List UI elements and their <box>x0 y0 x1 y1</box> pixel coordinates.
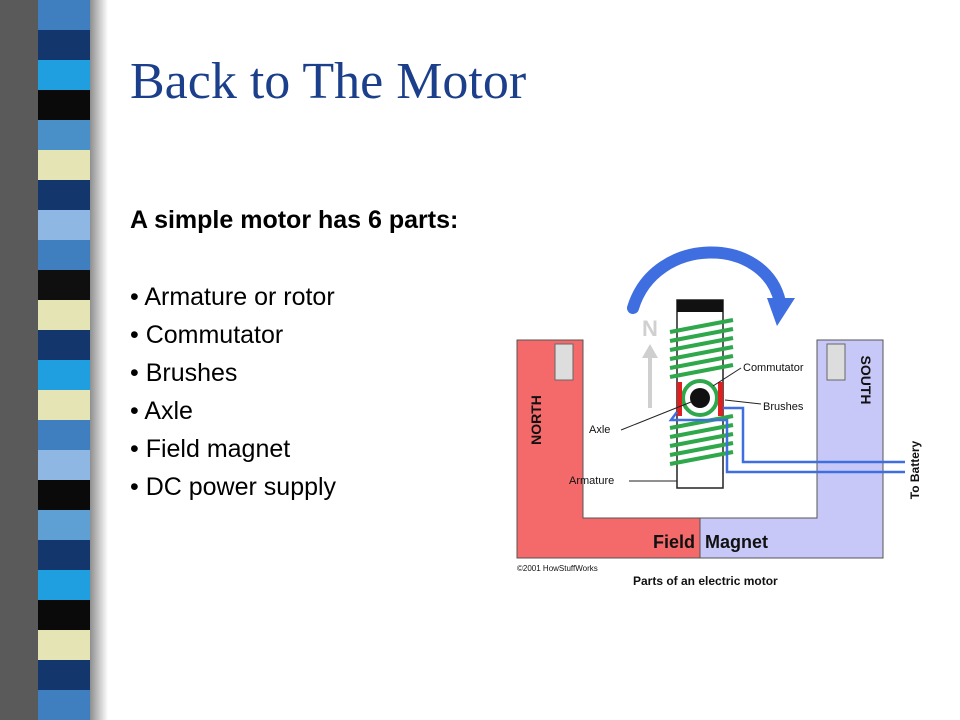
decorative-stripe-bar <box>0 0 90 720</box>
stripe-block <box>38 300 90 330</box>
stripe-block <box>38 0 90 30</box>
commutator-label: Commutator <box>743 362 804 374</box>
battery-wire-1 <box>723 406 905 464</box>
axle-center <box>690 388 710 408</box>
south-magnet <box>699 339 884 559</box>
copyright-text: ©2001 HowStuffWorks <box>517 564 598 573</box>
stripe-block <box>38 270 90 300</box>
stripe-block <box>38 390 90 420</box>
south-label: SOUTH <box>858 356 874 405</box>
magnet-label: Magnet <box>705 532 768 552</box>
brushes-pointer <box>724 399 762 405</box>
armature-top <box>677 300 723 312</box>
stripe-block <box>38 570 90 600</box>
stripe-block <box>38 210 90 240</box>
list-item: • Armature or rotor <box>130 283 335 311</box>
list-item: • Brushes <box>130 359 238 387</box>
north-label: NORTH <box>528 395 544 445</box>
stripe-block <box>38 360 90 390</box>
stripe-block <box>38 240 90 270</box>
stripe-block <box>38 480 90 510</box>
commutator-pointer <box>712 367 742 387</box>
rotation-arrowhead <box>767 298 795 326</box>
stripe-block <box>38 660 90 690</box>
stripe-pattern <box>38 0 90 720</box>
list-item: • Field magnet <box>130 435 291 463</box>
stripe-block <box>38 600 90 630</box>
left-brush <box>677 382 682 416</box>
north-pole-face <box>554 343 574 381</box>
north-magnet <box>516 339 701 559</box>
stripe-block <box>38 120 90 150</box>
axle-pointer <box>620 401 692 431</box>
parts-list: • Armature or rotor • Commutator • Brush… <box>130 278 336 506</box>
motor-diagram: NORTH SOUTH N Commutator <box>505 240 930 600</box>
diagram-caption: Parts of an electric motor <box>633 574 778 588</box>
axle-label: Axle <box>589 424 610 436</box>
slide-title: Back to The Motor <box>130 53 527 110</box>
intro-text: A simple motor has 6 parts: <box>130 206 459 234</box>
stripe-block <box>38 630 90 660</box>
stripe-block <box>38 690 90 720</box>
stripe-block <box>38 330 90 360</box>
stripe-shadow <box>90 0 108 720</box>
stripe-block <box>38 510 90 540</box>
field-label: Field <box>653 532 695 552</box>
battery-wire-2 <box>668 411 905 474</box>
upper-coil <box>669 318 734 379</box>
armature-label: Armature <box>569 475 614 487</box>
stripe-block <box>38 30 90 60</box>
rotation-arrow <box>627 246 786 314</box>
stripe-block <box>38 90 90 120</box>
stripe-block <box>38 150 90 180</box>
up-arrow-head <box>642 344 658 358</box>
stripe-block <box>38 60 90 90</box>
stripe-block <box>38 180 90 210</box>
list-item: • Axle <box>130 397 193 425</box>
stripe-block <box>38 450 90 480</box>
lower-coil <box>669 414 734 466</box>
right-brush <box>718 382 723 416</box>
list-item: • DC power supply <box>130 473 337 501</box>
list-item: • Commutator <box>130 321 284 349</box>
brushes-label: Brushes <box>763 401 804 413</box>
n-letter: N <box>642 316 658 341</box>
stripe-block <box>38 420 90 450</box>
south-pole-face <box>826 343 846 381</box>
commutator-ring <box>681 379 719 417</box>
to-battery-label: To Battery <box>908 440 922 499</box>
stripe-block <box>38 540 90 570</box>
